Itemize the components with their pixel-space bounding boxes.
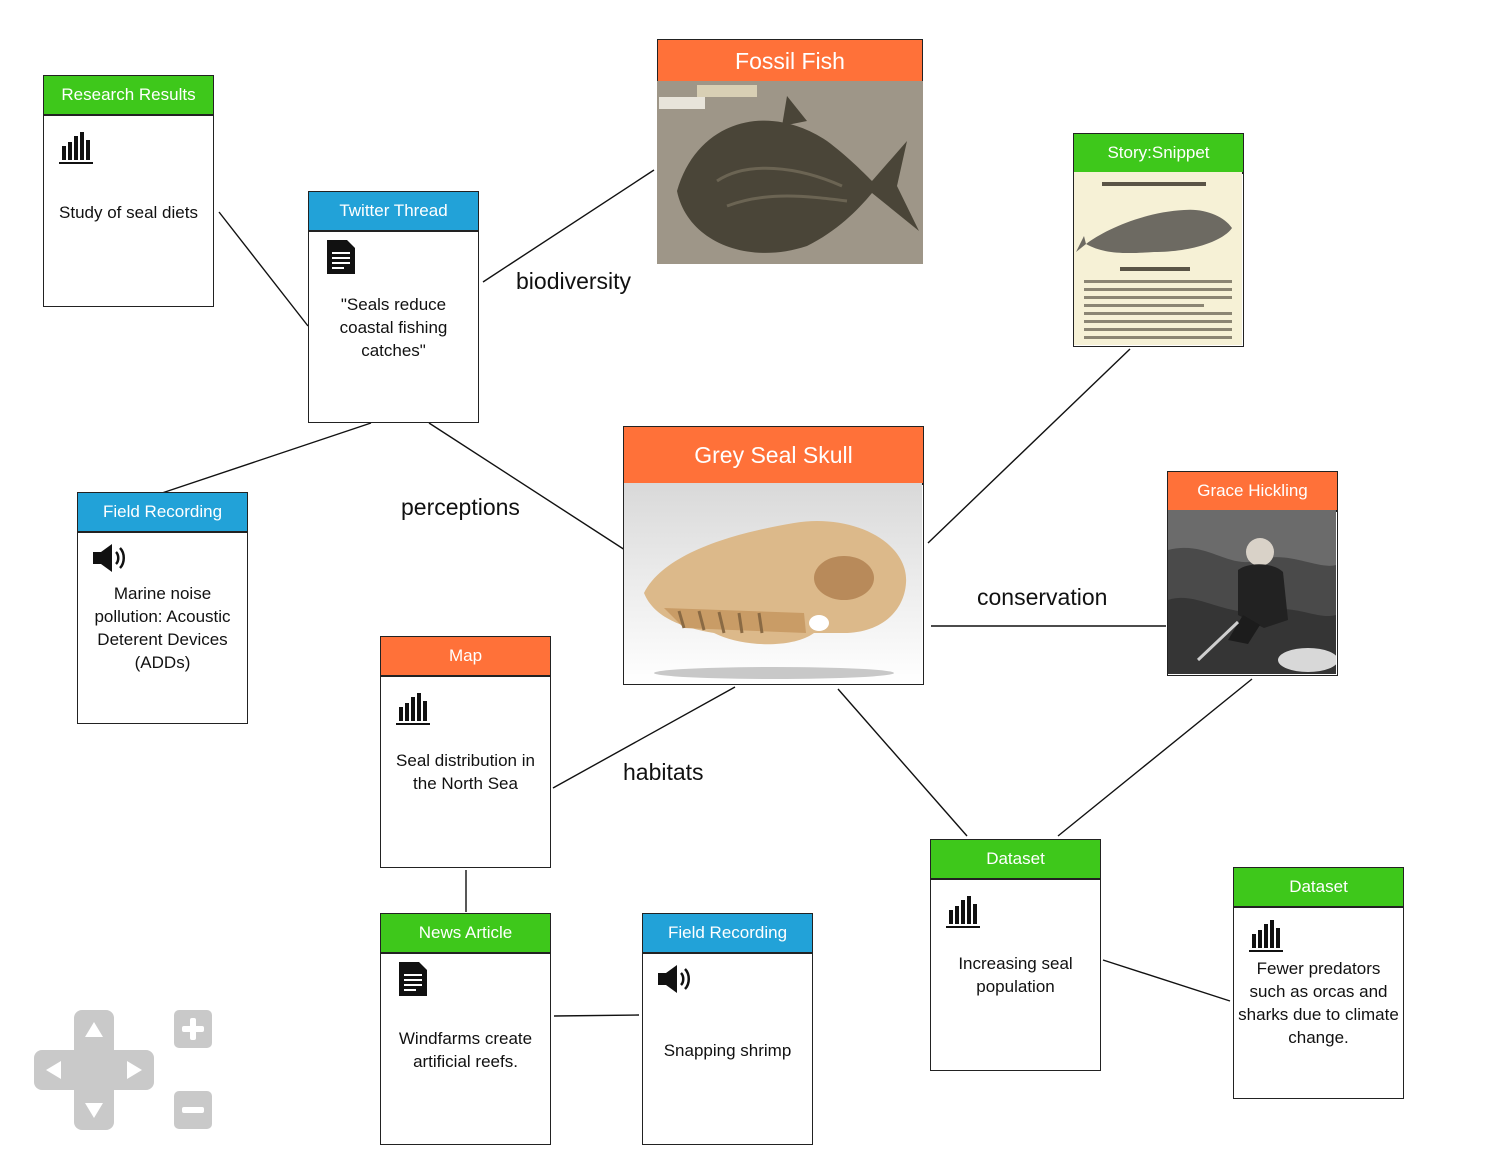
card-header: Story:Snippet — [1074, 134, 1243, 174]
edge-label-perceptions: perceptions — [401, 494, 520, 520]
card-story-snippet[interactable]: Story:Snippet — [1073, 133, 1244, 347]
edge-label-biodiversity: biodiversity — [516, 268, 632, 294]
card-grey-seal-skull[interactable]: Grey Seal Skull — [623, 426, 924, 685]
card-fossil-fish[interactable]: Fossil Fish — [657, 39, 923, 264]
card-field-recording-shrimp[interactable]: Field Recording Snapping shrimp — [642, 913, 813, 1145]
edge-news-fieldrec — [553, 1014, 640, 1017]
pan-control — [34, 1010, 154, 1130]
card-header: News Article — [381, 914, 550, 954]
document-icon — [327, 240, 355, 274]
card-text: Study of seal diets — [59, 203, 198, 222]
bar-chart-icon — [59, 132, 93, 164]
zoom-in-button[interactable] — [174, 1010, 212, 1048]
document-icon — [399, 962, 427, 996]
grace-hickling-photo — [1168, 510, 1336, 674]
card-grace-hickling[interactable]: Grace Hickling — [1167, 471, 1338, 676]
edge-label-conservation: conservation — [977, 584, 1108, 610]
card-text: Seal distribution in the North Sea — [396, 751, 535, 793]
card-header: Map — [381, 637, 550, 677]
arrow-up-icon[interactable] — [85, 1022, 103, 1037]
card-text: Marine noise pollution: Acoustic Deteren… — [94, 584, 231, 672]
card-text: "Seals reduce coastal fishing catches" — [339, 295, 448, 360]
edge-twitter-fossil — [482, 169, 655, 283]
card-text: Windfarms create artificial reefs. — [398, 1029, 533, 1071]
fossil-fish-photo — [657, 81, 923, 264]
edge-twitter-skull — [428, 422, 626, 551]
edge-label-habitats: habitats — [623, 759, 704, 785]
card-news-article[interactable]: News Article Windfarms create artificial… — [380, 913, 551, 1145]
edge-grace-dataset — [1057, 678, 1253, 837]
speaker-icon — [93, 544, 125, 572]
edge-skull-dataset — [837, 688, 968, 837]
card-header: Fossil Fish — [657, 39, 923, 84]
card-header: Research Results — [44, 76, 213, 116]
card-header: Twitter Thread — [309, 192, 478, 232]
edge-skull-map — [552, 686, 736, 789]
bar-chart-icon — [1249, 920, 1283, 952]
arrow-down-icon[interactable] — [85, 1103, 103, 1118]
bar-chart-icon — [946, 896, 980, 928]
edge-dataset-dataset — [1102, 959, 1231, 1002]
card-header: Field Recording — [643, 914, 812, 954]
card-header: Field Recording — [78, 493, 247, 533]
card-dataset-population[interactable]: Dataset Increasing seal population — [930, 839, 1101, 1071]
edge-research-twitter — [218, 211, 309, 327]
card-text: Fewer predators such as orcas and sharks… — [1238, 959, 1399, 1047]
card-map[interactable]: Map Seal distribution in the North Sea — [380, 636, 551, 868]
edge-skull-story — [927, 348, 1131, 544]
card-header: Grey Seal Skull — [624, 427, 923, 485]
plus-icon-vertical — [190, 1018, 196, 1040]
seal-skull-photo — [624, 483, 922, 683]
card-header: Grace Hickling — [1168, 472, 1337, 512]
card-twitter-thread[interactable]: Twitter Thread "Seals reduce coastal fis… — [308, 191, 479, 423]
bar-chart-icon — [396, 693, 430, 725]
card-header: Dataset — [931, 840, 1100, 880]
zoom-out-button[interactable] — [174, 1091, 212, 1129]
minus-icon — [182, 1107, 204, 1113]
speaker-icon — [658, 965, 690, 993]
history-of-quadrupeds-page — [1074, 172, 1242, 345]
arrow-right-icon[interactable] — [127, 1061, 142, 1079]
card-dataset-predators[interactable]: Dataset Fewer predators such as orcas an… — [1233, 867, 1404, 1099]
edge-twitter-fieldrec — [161, 422, 372, 494]
arrow-left-icon[interactable] — [46, 1061, 61, 1079]
card-field-recording-adds[interactable]: Field Recording Marine noise pollution: … — [77, 492, 248, 724]
card-research-results[interactable]: Research Results Study of seal diets — [43, 75, 214, 307]
card-header: Dataset — [1234, 868, 1403, 908]
card-text: Increasing seal population — [958, 954, 1073, 996]
card-text: Snapping shrimp — [663, 1041, 792, 1060]
